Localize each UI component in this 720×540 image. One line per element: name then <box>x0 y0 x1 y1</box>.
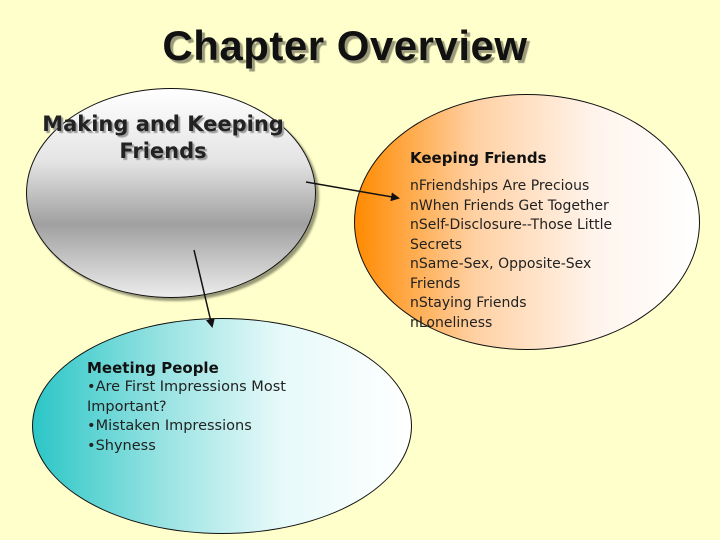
list-item-text: Loneliness <box>418 314 493 331</box>
bullet-marker: n <box>410 295 419 311</box>
list-item-text: When Friends Get Together <box>418 197 609 214</box>
list-item: nStaying Friends <box>410 294 626 314</box>
list-item-text: Mistaken Impressions <box>95 418 252 434</box>
keeping-friends-heading: Keeping Friends <box>410 149 547 167</box>
list-item: nSame-Sex, Opposite-Sex Friends <box>410 255 626 294</box>
arrow-to-meeting-people <box>193 249 215 328</box>
bullet-marker: • <box>87 379 96 395</box>
list-item: nWhen Friends Get Together <box>410 197 626 217</box>
bullet-marker: • <box>87 418 96 434</box>
list-item: nLoneliness <box>410 314 626 334</box>
list-item-text: Self-Disclosure--Those Little Secrets <box>410 217 613 253</box>
list-item-text: Are First Impressions Most Important? <box>87 379 286 415</box>
list-item-text: Staying Friends <box>418 295 527 311</box>
list-item-text: Same-Sex, Opposite-Sex Friends <box>410 256 592 292</box>
bullet-marker: • <box>87 437 96 454</box>
arrow-to-keeping-friends <box>305 181 400 202</box>
list-item-text: Friendships Are Precious <box>418 178 590 194</box>
center-topic-bubble: Making and Keeping Friends <box>26 88 316 298</box>
keeping-friends-content: Keeping Friends nFriendships Are Preciou… <box>410 148 626 333</box>
keeping-friends-bubble <box>354 94 700 350</box>
meeting-people-heading: Meeting People <box>87 359 219 377</box>
bullet-marker: n <box>410 178 419 194</box>
bullet-marker: n <box>410 256 419 272</box>
bullet-marker: n <box>410 217 419 233</box>
center-topic-label: Making and Keeping Friends <box>42 112 284 163</box>
list-item: nSelf-Disclosure--Those Little Secrets <box>410 216 626 255</box>
list-item: •Are First Impressions Most Important? <box>87 378 337 417</box>
bullet-marker: n <box>410 314 419 331</box>
meeting-people-content: Meeting People •Are First Impressions Mo… <box>87 358 337 456</box>
slide-title: Chapter Overview <box>162 22 528 69</box>
list-item: •Mistaken Impressions <box>87 417 337 437</box>
list-item: •Shyness <box>87 437 337 457</box>
list-item: nFriendships Are Precious <box>410 177 626 197</box>
list-item-text: Shyness <box>95 437 156 454</box>
meeting-people-bubble <box>32 318 412 534</box>
bullet-marker: n <box>410 197 419 214</box>
